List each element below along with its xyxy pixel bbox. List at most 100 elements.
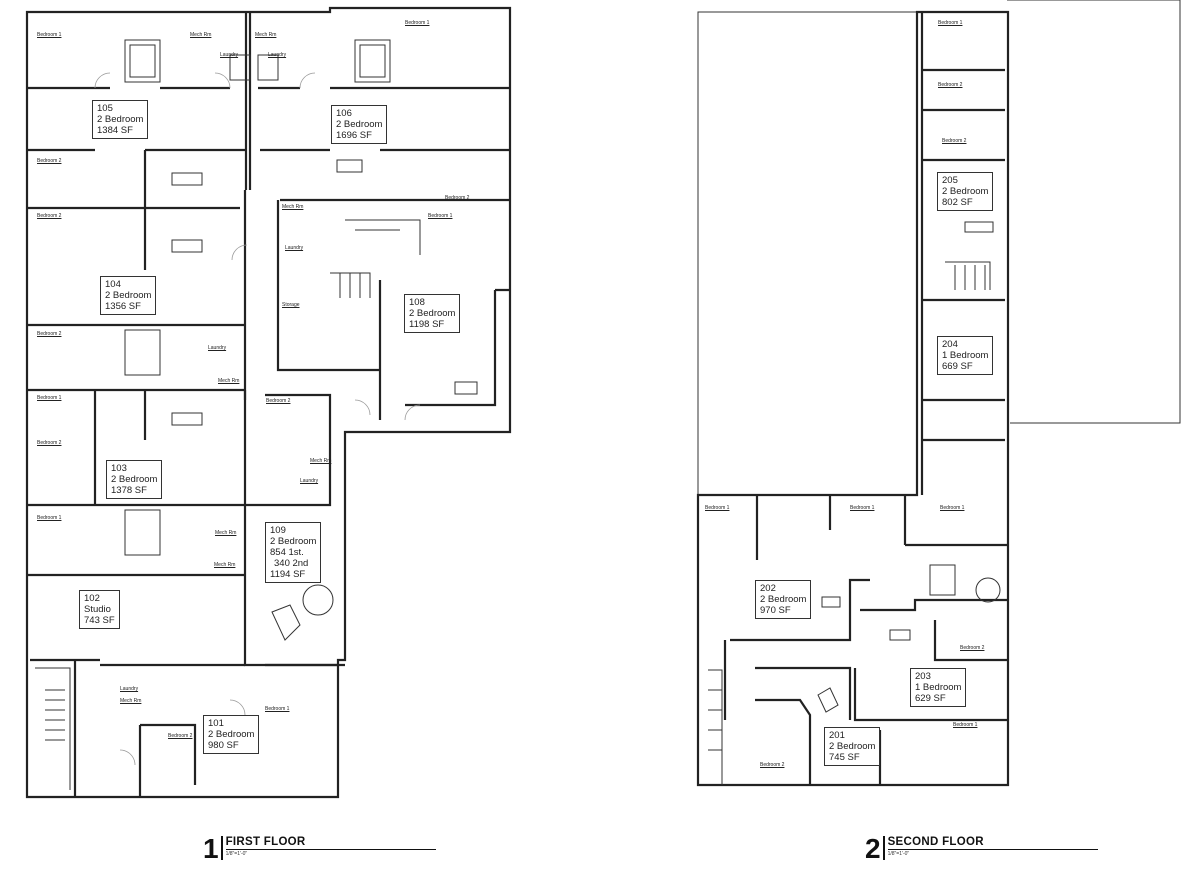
unit-id: 202 xyxy=(760,583,776,594)
room-tag: Bedroom 2 xyxy=(266,398,291,404)
room-tag: Bedroom 2 xyxy=(445,195,470,201)
unit-id: 203 xyxy=(915,671,931,682)
unit-area: 970 SF xyxy=(760,605,791,616)
room-tag: Bedroom 2 xyxy=(37,331,62,337)
room-tag: Bedroom 1 xyxy=(37,32,62,38)
unit-id: 104 xyxy=(105,279,121,290)
unit-area: 980 SF xyxy=(208,740,239,751)
room-tag: Bedroom 1 xyxy=(265,706,290,712)
unit-area: 745 SF xyxy=(829,752,860,763)
room-tag: Mech Rm xyxy=(255,32,277,38)
first-floor-outline xyxy=(25,6,512,799)
unit-area: 802 SF xyxy=(942,197,973,208)
unit-id: 205 xyxy=(942,175,958,186)
unit-area: 1696 SF xyxy=(336,130,372,141)
first-floor-plan xyxy=(25,6,512,799)
unit-id: 109 xyxy=(270,525,286,536)
unit-type: 2 Bedroom xyxy=(409,308,456,319)
room-tag: Mech Rm xyxy=(282,204,304,210)
room-tag: Bedroom 1 xyxy=(705,505,730,511)
roof-area-left xyxy=(697,11,918,496)
room-tag: Mech Rm xyxy=(214,562,236,568)
room-tag: Bedroom 1 xyxy=(37,395,62,401)
unit-area3: 1194 SF xyxy=(270,569,306,580)
unit-id: 204 xyxy=(942,339,958,350)
unit-type: 2 Bedroom xyxy=(942,186,989,197)
first-floor-walls xyxy=(27,12,510,797)
second-floor-fixtures xyxy=(708,221,1001,785)
unit-id: 108 xyxy=(409,297,425,308)
room-tag: Bedroom 2 xyxy=(37,440,62,446)
room-tag: Bedroom 1 xyxy=(938,20,963,26)
room-tag: Mech Rm xyxy=(215,530,237,536)
unit-area: 1198 SF xyxy=(409,319,445,330)
unit-id: 105 xyxy=(97,103,113,114)
unit-type: 2 Bedroom xyxy=(208,729,255,740)
room-tag: Bedroom 2 xyxy=(760,762,785,768)
title-divider xyxy=(882,836,885,860)
unit-type: 2 Bedroom xyxy=(270,536,317,547)
unit-area: 629 SF xyxy=(915,693,946,704)
room-tag: Laundry xyxy=(208,345,227,351)
room-tag: Bedroom 1 xyxy=(953,722,978,728)
unit-area: 1384 SF xyxy=(97,125,133,136)
room-tag: Mech Rm xyxy=(310,458,332,464)
unit-area: 1378 SF xyxy=(111,485,147,496)
first-floor-fixtures xyxy=(35,39,478,790)
unit-type: 2 Bedroom xyxy=(760,594,807,605)
room-tag: Bedroom 1 xyxy=(940,505,965,511)
drawing-title: FIRST FLOOR xyxy=(225,836,436,850)
second-floor-title-block: 2 SECOND FLOOR 1/8"=1'-0" xyxy=(865,833,1098,864)
room-tag: Bedroom 2 xyxy=(37,158,62,164)
unit-type: Studio xyxy=(84,604,111,615)
room-tag: Bedroom 2 xyxy=(938,82,963,88)
room-tag: Mech Rm xyxy=(190,32,212,38)
unit-id: 201 xyxy=(829,730,845,741)
unit-area: 743 SF xyxy=(84,615,115,626)
unit-area: 854 1st. xyxy=(270,547,304,558)
roof-area-right xyxy=(1007,0,1181,424)
unit-type: 2 Bedroom xyxy=(105,290,152,301)
room-tag: Mech Rm xyxy=(218,378,240,384)
first-floor-doors xyxy=(94,72,421,766)
room-tag: Laundry xyxy=(285,245,304,251)
unit-type: 1 Bedroom xyxy=(942,350,989,361)
unit-area: 669 SF xyxy=(942,361,973,372)
room-tag: Laundry xyxy=(268,52,287,58)
drawing-scale: 1/8"=1'-0" xyxy=(225,851,248,857)
room-tag: Bedroom 2 xyxy=(168,733,193,739)
unit-area2: 340 2nd xyxy=(274,558,309,569)
unit-type: 2 Bedroom xyxy=(336,119,383,130)
room-tag: Laundry xyxy=(300,478,319,484)
room-tag: Laundry xyxy=(220,52,239,58)
unit-id: 106 xyxy=(336,108,352,119)
room-tag: Bedroom 1 xyxy=(850,505,875,511)
unit-type: 2 Bedroom xyxy=(829,741,876,752)
room-tag: Mech Rm xyxy=(120,698,142,704)
unit-type: 1 Bedroom xyxy=(915,682,962,693)
room-tag: Laundry xyxy=(120,686,139,692)
room-tag: Bedroom 2 xyxy=(37,213,62,219)
second-floor-outline xyxy=(696,10,1010,787)
drawing-title: SECOND FLOOR xyxy=(887,836,1098,850)
unit-area: 1356 SF xyxy=(105,301,141,312)
room-tag: Storage xyxy=(282,302,300,308)
title-divider xyxy=(220,836,223,860)
drawing-number: 2 xyxy=(865,833,881,864)
unit-id: 101 xyxy=(208,718,224,729)
room-tag: Bedroom 1 xyxy=(428,213,453,219)
